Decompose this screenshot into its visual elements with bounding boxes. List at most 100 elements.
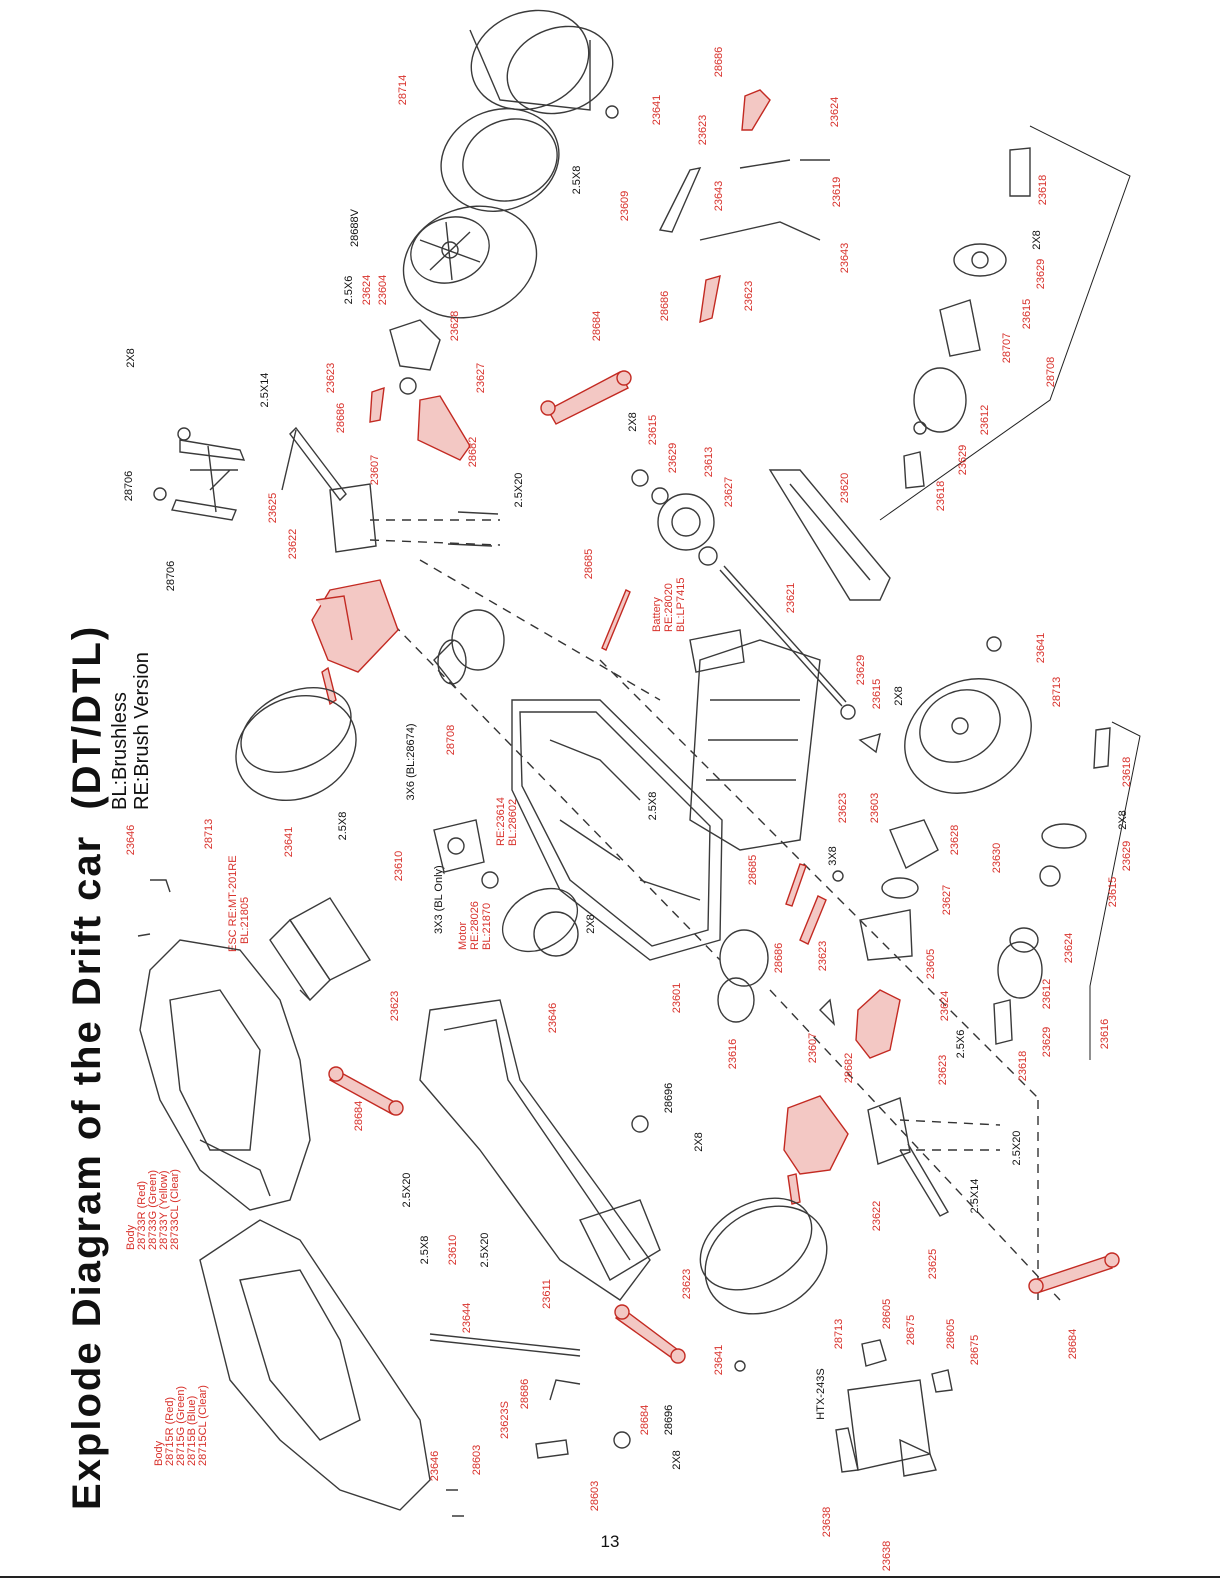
body-clips-top: [137, 879, 171, 937]
part-callout: 28714: [397, 75, 409, 106]
part-callout: 23610: [447, 1235, 459, 1266]
shock-28684-bottom: [614, 1304, 686, 1364]
part-callout: 23623: [681, 1269, 693, 1300]
part-callout: 23609: [619, 191, 631, 222]
battery-label: Battery RE:28020 BL:LP7415: [651, 578, 687, 632]
body-option-1: Body 28733R (Red) 28733G (Green) 28733Y …: [125, 1169, 181, 1250]
part-callout: 23646: [547, 1003, 559, 1034]
part-callout: 2X8: [893, 686, 905, 706]
part-callout: 28696: [663, 1405, 675, 1436]
legend-re: RE:Brush Version: [131, 652, 153, 810]
part-callout: 23623: [697, 115, 709, 146]
part-callout: 28686: [713, 47, 725, 78]
motor: [481, 871, 579, 957]
wheel-28713-right: [858, 636, 1032, 794]
part-callout: 2.5X20: [479, 1233, 491, 1268]
page-number: 13: [600, 1532, 620, 1551]
rear-drive-group-2: [993, 721, 1141, 1060]
part-callout: 28685: [583, 549, 595, 580]
part-callout: 23623S: [499, 1401, 511, 1439]
part-callout: 28708: [1045, 357, 1057, 388]
svg-text:RE:28020: RE:28020: [663, 583, 675, 632]
part-callout: 28707: [1001, 333, 1013, 364]
svg-text:RE:23614: RE:23614: [495, 797, 507, 846]
part-callout: 23612: [1041, 979, 1053, 1010]
assembly-lines: [359, 519, 1061, 1301]
part-callout: 23628: [949, 825, 961, 856]
bottom-rule: [0, 1576, 1220, 1578]
part-callout: 2.5X20: [1011, 1131, 1023, 1166]
rod-23644: [429, 1333, 581, 1357]
tire-28714: [469, 9, 614, 115]
part-callout: 28682: [467, 437, 479, 468]
svg-text:BL:21870: BL:21870: [481, 903, 493, 950]
part-callout: 28684: [591, 311, 603, 342]
wheel-28688V: [402, 205, 538, 319]
bumper-28706: [153, 427, 246, 521]
part-callout: 2.5X8: [419, 1236, 431, 1265]
body1-line: 28733CL (Clear): [169, 1169, 181, 1250]
part-callout: 23629: [1041, 1027, 1053, 1058]
part-callout: 23625: [267, 493, 279, 524]
svg-text:BL:LP7415: BL:LP7415: [675, 578, 687, 632]
part-callout: 28713: [203, 819, 215, 850]
rear-arm-28682: [819, 989, 901, 1059]
part-callout: 23623: [837, 793, 849, 824]
part-callout: 28706: [123, 471, 135, 502]
body-shell-28715: [199, 1219, 431, 1511]
battery-pack: [689, 629, 821, 851]
servo-saver-parts: [535, 1115, 746, 1459]
title-suffix: (DT/DTL): [65, 625, 109, 810]
part-callout: 23624: [829, 97, 841, 128]
legend-bl: BL:Brushless: [109, 692, 131, 810]
part-callout: 3X6 (BL:28674): [405, 723, 417, 800]
part-callout: 23616: [1099, 1019, 1111, 1050]
part-callout: 23629: [957, 445, 969, 476]
part-callout: 2.5X14: [969, 1179, 981, 1214]
rear-drive-group: [879, 125, 1131, 521]
part-callout: 23641: [713, 1345, 725, 1376]
part-callout: 23611: [541, 1279, 553, 1309]
part-callout: 23607: [369, 455, 381, 486]
part-callout: 23624: [361, 275, 373, 306]
pinion-label: RE:23614 BL:28602: [495, 797, 519, 846]
part-callout: 3X8: [827, 846, 839, 866]
part-callout: 28682: [843, 1053, 855, 1084]
part-callout: 23620: [839, 473, 851, 504]
part-callout: 23643: [713, 181, 725, 212]
part-callout: 23619: [831, 177, 843, 208]
knuckle-23604: [369, 319, 471, 461]
body-shell-28733: [139, 939, 311, 1211]
part-callout: 2X8: [585, 914, 597, 934]
part-callout: 28708: [445, 725, 457, 756]
screws-2.5x20-top: [447, 511, 499, 547]
part-callout: 23621: [785, 583, 797, 614]
part-callout: 23618: [1037, 175, 1049, 206]
part-callout: 23610: [393, 851, 405, 882]
part-callout: 23622: [871, 1201, 883, 1232]
part-callout: 23629: [1121, 841, 1133, 872]
part-callout: 23615: [871, 679, 883, 710]
part-callout: 28675: [969, 1335, 981, 1366]
part-callout: 23623: [389, 991, 401, 1022]
tire-28713-bottom: [699, 1197, 828, 1315]
part-callout: 23629: [1035, 259, 1047, 290]
part-callout: 23624: [1063, 933, 1075, 964]
body2-head: Body: [153, 1440, 165, 1466]
part-callout: 2.5X8: [337, 812, 349, 841]
body2-line: 28715R (Red): [164, 1397, 176, 1466]
part-callout: 2.5X6: [343, 276, 355, 305]
part-callout: 2.5X8: [647, 792, 659, 821]
svg-text:BL:28602: BL:28602: [507, 799, 519, 846]
part-callout: 28686: [335, 403, 347, 434]
svg-text:Motor: Motor: [457, 922, 469, 950]
part-callout: 2X8: [125, 348, 137, 368]
chassis-23601: [511, 699, 723, 961]
part-callout: 23638: [821, 1507, 833, 1538]
rear-knuckle-23603: [832, 819, 939, 961]
part-callout: 28686: [519, 1379, 531, 1410]
bl-only-label: 3X3 (BL Only): [433, 865, 445, 934]
body1-line: 28733Y (Yellow): [158, 1170, 170, 1250]
part-callout: 23629: [855, 655, 867, 686]
part-callout: 2X8: [1117, 810, 1129, 830]
